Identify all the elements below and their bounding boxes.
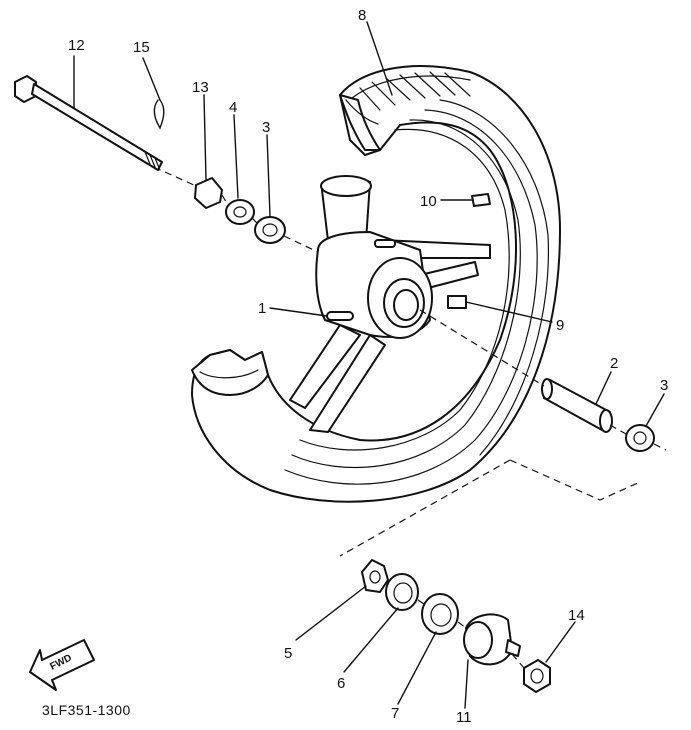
collar (194, 177, 223, 209)
forward-arrow-icon: FWD (29, 639, 95, 691)
axle-nut (523, 659, 551, 693)
callout-labels: 8 12 15 13 4 3 10 1 9 2 3 5 6 7 11 14 (68, 7, 668, 726)
bearing-right (625, 424, 655, 452)
speedometer-gear-unit (463, 613, 521, 666)
bearing-left (254, 216, 286, 244)
callout-5: 5 (284, 645, 292, 662)
callout-15: 15 (133, 39, 150, 56)
callout-12: 12 (68, 37, 85, 54)
tire (191, 65, 561, 503)
wheel-hub (289, 175, 491, 433)
callout-3b: 3 (660, 377, 668, 394)
oil-seal (225, 199, 255, 225)
leader-lines (73, 21, 665, 709)
callout-14: 14 (568, 607, 585, 624)
axle-bolt (14, 75, 163, 171)
callout-6: 6 (337, 675, 345, 692)
callout-3a: 3 (262, 119, 270, 136)
spacer (541, 378, 613, 433)
callout-2: 2 (610, 355, 618, 372)
drawing-code: 3LF351-1300 (42, 702, 131, 718)
callout-13: 13 (192, 79, 209, 96)
callout-7: 7 (391, 705, 399, 722)
callout-11: 11 (456, 709, 472, 726)
cotter-pin (153, 99, 165, 130)
callout-4: 4 (229, 99, 237, 116)
valve-fitting (447, 295, 467, 309)
meter-clutch (361, 559, 389, 593)
callout-1: 1 (258, 300, 266, 317)
bearing-lower (421, 593, 459, 635)
balance-weight (471, 193, 491, 207)
callout-8: 8 (358, 7, 366, 24)
callout-9: 9 (556, 317, 564, 334)
assembly-lines (164, 171, 667, 669)
oil-seal-lower (385, 573, 419, 611)
callout-10: 10 (420, 193, 437, 210)
